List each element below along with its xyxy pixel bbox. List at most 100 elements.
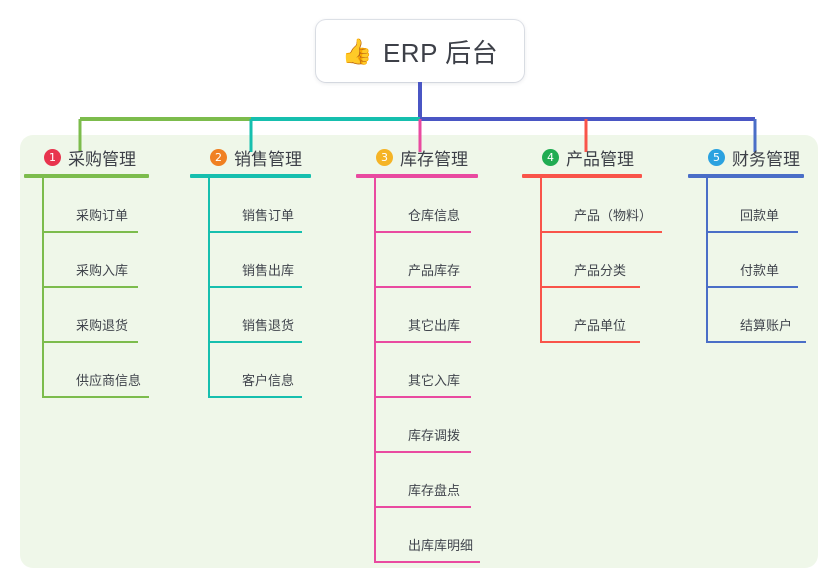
branch-item[interactable]: 仓库信息 [374,178,508,233]
branch-item[interactable]: 库存盘点 [374,453,508,508]
branch-number-badge: 1 [44,148,61,166]
branch-title-underline [688,174,804,178]
branch-item[interactable]: 采购订单 [42,178,176,233]
branch-number-badge: 3 [376,148,393,166]
branch-spine [540,178,542,343]
branch-item-label: 其它入库 [408,373,461,388]
branch-item-list: 销售订单销售出库销售退货客户信息 [190,178,342,398]
root-node-label: ERP 后台 [382,37,499,68]
branch-column-1: 1 采购管理采购订单采购入库采购退货供应商信息 [24,146,176,398]
branch-title: 销售管理 [234,149,302,169]
branch-item[interactable]: 其它出库 [374,288,508,343]
branch-item[interactable]: 库存调拨 [374,398,508,453]
branch-item-label: 库存调拨 [408,428,461,443]
branch-header-1[interactable]: 1 采购管理 [24,146,176,169]
branch-column-4: 4 产品管理产品（物料） 产品分类产品单位 [522,146,682,343]
branch-item[interactable]: 出库库明细 [374,508,508,563]
branch-item-underline [210,396,302,398]
branch-column-5: 5 财务管理回款单付款单结算账户 [688,146,828,343]
branch-item-label: 销售出库 [242,263,295,278]
branch-column-3: 3 库存管理仓库信息产品库存其它出库其它入库库存调拨库存盘点出库库明细 [356,146,508,563]
branch-item-underline [376,561,480,563]
branch-number-badge: 4 [542,148,559,166]
branch-item-label: 采购退货 [76,318,129,333]
branch-header-5[interactable]: 5 财务管理 [688,146,828,169]
branch-item-list: 采购订单采购入库采购退货供应商信息 [24,178,176,398]
branch-item-label: 库存盘点 [408,483,461,498]
branch-item-label: 采购入库 [76,263,129,278]
branch-item-underline [708,286,798,288]
root-node-content: 👍 ERP 后台 [342,33,498,70]
branch-header-4[interactable]: 4 产品管理 [522,146,682,169]
branch-item-label: 产品分类 [574,263,627,278]
branch-item-underline [376,451,471,453]
branch-item-underline [542,341,640,343]
branch-item[interactable]: 采购退货 [42,288,176,343]
branch-item[interactable]: 供应商信息 [42,343,176,398]
branch-item-label: 客户信息 [242,373,295,388]
branch-item-underline [376,286,471,288]
branch-header-3[interactable]: 3 库存管理 [356,146,508,169]
branch-item-label: 销售订单 [242,208,295,223]
branch-item[interactable]: 采购入库 [42,233,176,288]
branch-number-badge: 5 [708,148,725,166]
branch-item[interactable]: 销售退货 [208,288,342,343]
branch-item[interactable]: 产品单位 [540,288,682,343]
branch-item[interactable]: 产品（物料） [540,178,682,233]
branch-item-label: 仓库信息 [408,208,461,223]
branch-item[interactable]: 付款单 [706,233,828,288]
branch-item-underline [44,396,149,398]
branch-item-underline [44,341,138,343]
branch-item-label: 采购订单 [76,208,129,223]
branch-item-underline [376,506,471,508]
branch-item-list: 仓库信息产品库存其它出库其它入库库存调拨库存盘点出库库明细 [356,178,508,563]
branch-title: 产品管理 [566,149,634,169]
branch-item-label: 产品（物料） [574,208,653,223]
branch-item-underline [210,286,302,288]
branch-item-underline [376,341,471,343]
branch-item-label: 结算账户 [740,318,793,333]
branch-item[interactable]: 回款单 [706,178,828,233]
branch-item[interactable]: 销售订单 [208,178,342,233]
branch-title-underline [356,174,478,178]
branch-item[interactable]: 销售出库 [208,233,342,288]
branch-item[interactable]: 产品库存 [374,233,508,288]
branch-number-badge: 2 [210,148,227,166]
branch-item-underline [542,231,662,233]
branch-item-label: 供应商信息 [76,373,142,388]
branch-item-underline [210,341,302,343]
branch-item-underline [542,286,640,288]
branch-item[interactable]: 结算账户 [706,288,828,343]
branch-title-underline [190,174,311,178]
branch-item[interactable]: 产品分类 [540,233,682,288]
branch-spine [208,178,210,398]
branch-item-underline [376,396,471,398]
branch-item-label: 销售退货 [242,318,295,333]
branch-item-list: 回款单付款单结算账户 [688,178,828,343]
branch-item-list: 产品（物料） 产品分类产品单位 [522,178,682,343]
branch-item-underline [708,341,806,343]
branch-column-2: 2 销售管理销售订单销售出库销售退货客户信息 [190,146,342,398]
branch-item[interactable]: 客户信息 [208,343,342,398]
thumbs-up-icon: 👍 [341,36,373,66]
branch-panel [20,135,818,568]
branch-item-underline [44,231,138,233]
branch-title: 库存管理 [400,149,468,169]
branch-title-underline [522,174,642,178]
branch-item-label: 付款单 [740,263,780,278]
branch-item-underline [44,286,138,288]
branch-spine [706,178,708,343]
branch-item[interactable]: 其它入库 [374,343,508,398]
branch-title: 采购管理 [68,149,136,169]
branch-header-2[interactable]: 2 销售管理 [190,146,342,169]
branch-item-label: 产品单位 [574,318,627,333]
root-node[interactable]: 👍 ERP 后台 [316,20,524,82]
branch-item-label: 产品库存 [408,263,461,278]
branch-item-label: 其它出库 [408,318,461,333]
branch-item-underline [210,231,302,233]
branch-item-label: 出库库明细 [408,538,474,553]
branch-title: 财务管理 [732,149,800,169]
branch-item-underline [708,231,798,233]
branch-item-label: 回款单 [740,208,780,223]
